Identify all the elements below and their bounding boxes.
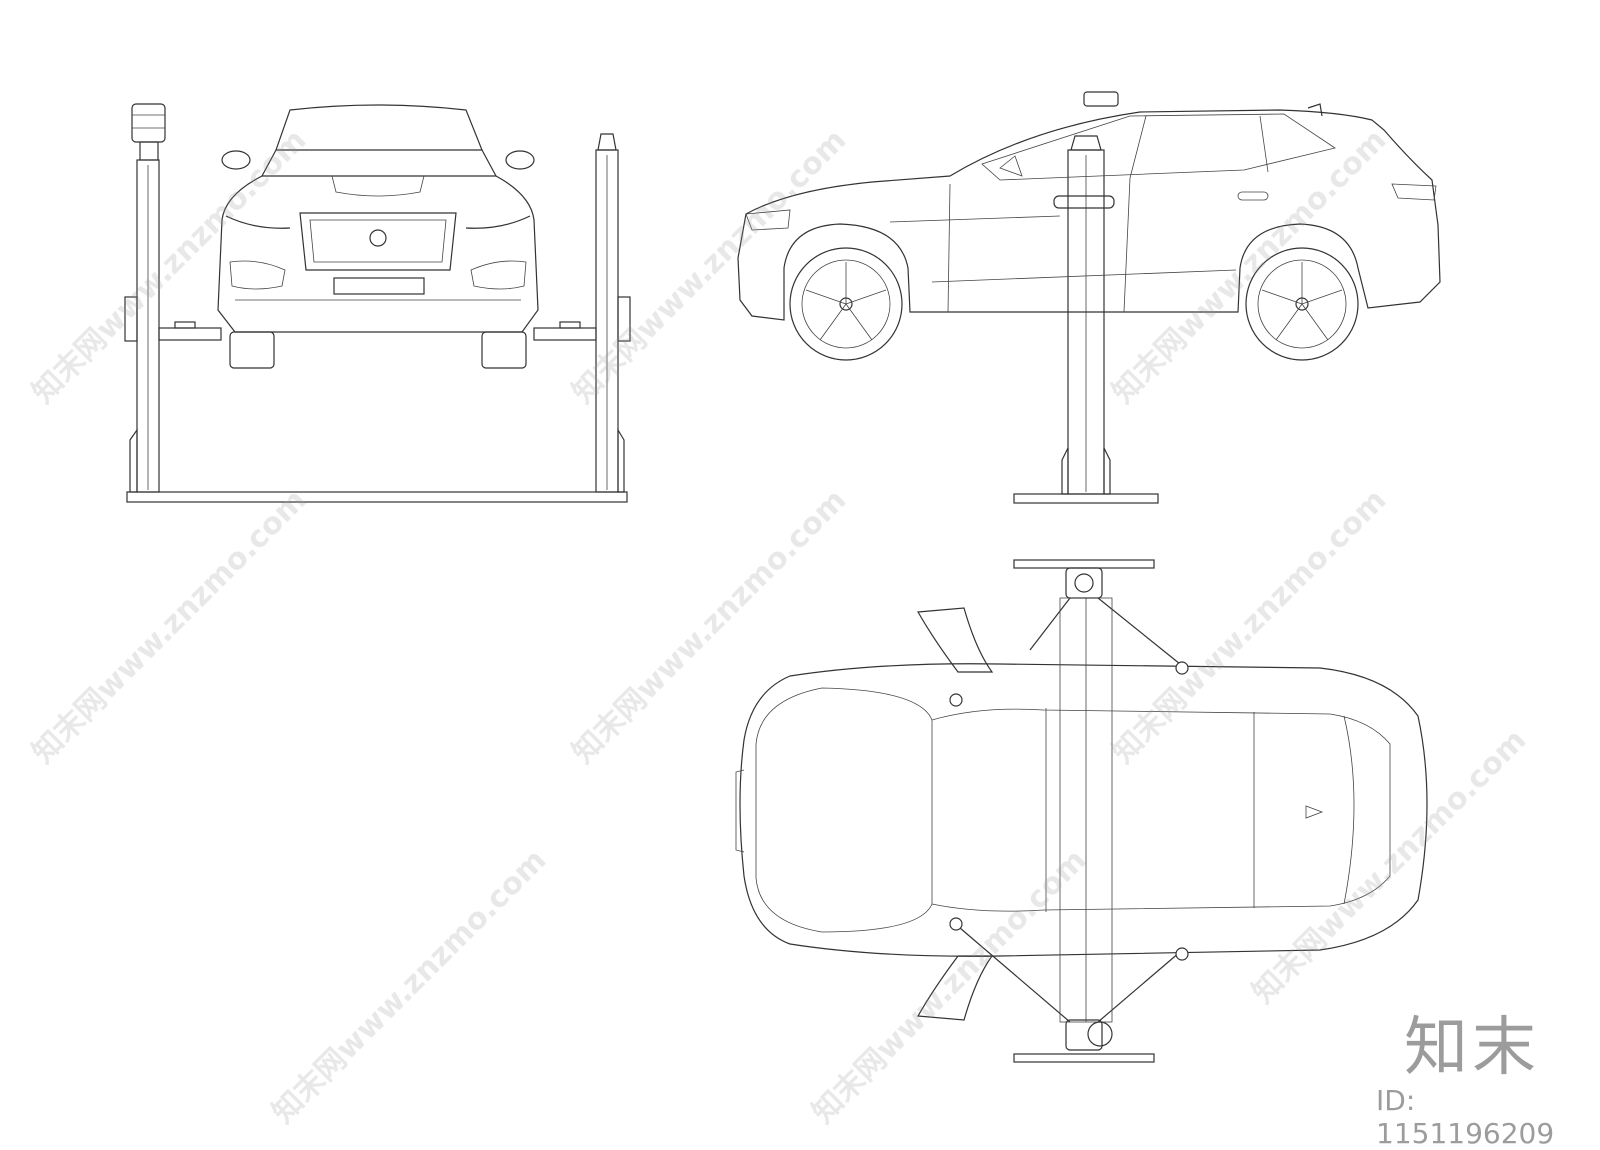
lift-arms-front	[158, 321, 597, 341]
arm-swing-arc-top	[917, 607, 994, 673]
top-view	[735, 559, 1428, 1063]
lift-base-plate	[126, 491, 628, 503]
front-wheel	[789, 247, 903, 361]
asset-id-label: ID: 1151196209	[1376, 1084, 1555, 1150]
top-crossbar	[1013, 559, 1181, 665]
side-lift-post	[1013, 91, 1159, 504]
right-lift-post	[595, 133, 631, 493]
side-base-plate	[1013, 493, 1159, 504]
lift-pads-top	[949, 661, 1189, 961]
top-view-post	[1059, 597, 1113, 1023]
left-lift-post	[124, 103, 166, 493]
brand-logo-text: 知末	[1404, 1011, 1540, 1085]
arm-swing-arc-bottom	[917, 955, 994, 1021]
car-top-outline	[735, 663, 1428, 957]
car-side-outline	[737, 103, 1441, 321]
rear-wheel	[1245, 247, 1359, 361]
front-view	[124, 103, 631, 503]
bottom-crossbar	[959, 927, 1181, 1063]
car-front-outline	[217, 104, 539, 369]
side-view	[737, 91, 1441, 504]
